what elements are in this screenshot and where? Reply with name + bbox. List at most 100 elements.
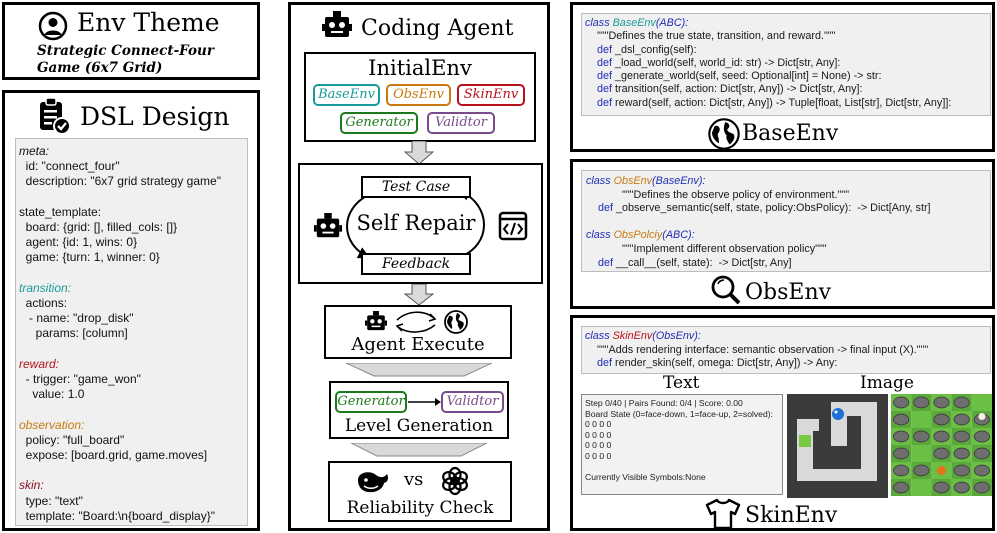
rock-tile <box>933 413 950 426</box>
code-token: def <box>586 202 617 215</box>
code-line: def _load_world(self, world_id: str) -> … <box>585 57 990 70</box>
rock-tile <box>933 481 950 494</box>
code-token: def <box>585 43 616 56</box>
text-observation-line: Currently Visible Symbols:None <box>585 471 706 482</box>
rock-tile <box>953 413 970 426</box>
code-token: def <box>585 96 616 109</box>
test-case-label: Test Case <box>381 179 451 195</box>
dsl-line: expose: [board.grid, game.moves] <box>19 448 208 463</box>
code-token: class <box>585 17 613 29</box>
text-observation-box: Step 0/40 | Pairs Found: 0/4 | Score: 0.… <box>581 394 783 495</box>
code-line: class SkinEnv(ObsEnv): <box>585 330 990 344</box>
text-observation-line: 0 0 0 0 <box>585 440 612 450</box>
rock-tile <box>893 430 910 443</box>
code-token: reward(self, action: Dict[str, Any]) -> … <box>615 96 952 109</box>
text-observation-line: 0 0 0 0 <box>585 429 612 440</box>
feedback-label: Feedback <box>381 256 451 272</box>
level-generator-pill: Generator <box>335 391 407 413</box>
dsl-line: type: "text" <box>19 493 83 508</box>
code-line: """Defines the true state, transition, a… <box>585 30 990 43</box>
down-arrow-2 <box>404 284 434 306</box>
dsl-design-panel: DSL Design meta: id: "connect_four" desc… <box>2 90 260 531</box>
dsl-line: id: "connect_four" <box>19 159 120 174</box>
base-env-code-box: class BaseEnv(ABC): """Defines the true … <box>581 13 991 116</box>
code-line: def transition(self, action: Dict[str, A… <box>585 83 990 96</box>
robot-icon <box>314 213 342 238</box>
dsl-code: meta: id: "connect_four" description: "6… <box>19 144 247 524</box>
rock-tile <box>953 447 970 460</box>
code-line: def _observe_semantic(self, state, polic… <box>586 202 990 216</box>
code-token: def <box>585 83 616 96</box>
funnel-arrow-2 <box>351 443 487 457</box>
agent-execute-title: Agent Execute <box>351 334 485 355</box>
code-token: (BaseEnv): <box>652 175 706 187</box>
code-token: """Implement different observation polic… <box>586 242 827 255</box>
grass-tiles-image <box>891 394 992 496</box>
rock-tile <box>913 396 930 409</box>
rock-tile <box>893 464 910 477</box>
dsl-line: value: 1.0 <box>19 387 85 402</box>
obs-env-code-box: class ObsEnv(BaseEnv): """Defines the ob… <box>581 170 991 272</box>
skin-env-panel: class SkinEnv(ObsEnv): """Adds rendering… <box>570 315 995 531</box>
code-line: """Defines the observe policy of environ… <box>586 189 990 203</box>
initial-base-env-pill: BaseEnv <box>313 84 380 106</box>
level-generation-box: Generator Validtor Level Generation <box>329 381 509 439</box>
code-token: __call__(self, state): -> Dict[str, Any] <box>616 256 792 269</box>
dsl-line: agent: {id: 1, wins: 0} <box>19 235 138 250</box>
globe-icon <box>708 118 740 150</box>
grass-tile <box>971 394 992 411</box>
agent-execute-box: Agent Execute <box>324 305 512 359</box>
code-line <box>586 216 990 230</box>
dsl-line: board: {grid: [], filled_cols: []} <box>19 220 178 235</box>
dsl-line: description: "6x7 grid strategy game" <box>19 174 221 189</box>
dsl-design-title: DSL Design <box>80 102 230 131</box>
self-repair-title: Self Repair <box>356 211 476 235</box>
feedback-box: Feedback <box>361 253 471 275</box>
code-token: """Adds rendering interface: semantic ob… <box>585 343 929 356</box>
dsl-line: template: "Board:\n{board_display}" <box>19 508 215 523</box>
code-line: def render_skin(self, omega: Dict[str, A… <box>585 357 990 371</box>
rock-tile <box>973 464 990 477</box>
code-token: ObsEnv <box>613 175 653 187</box>
dsl-line: state_template: <box>19 204 102 219</box>
code-token: (ObsEnv): <box>652 330 701 342</box>
vs-label: vs <box>404 469 424 490</box>
robot-icon <box>365 311 387 331</box>
rock-tile <box>933 447 950 460</box>
rock-tile <box>973 447 990 460</box>
funnel-arrow-1 <box>346 363 492 377</box>
text-label: Text <box>663 373 700 393</box>
text-observation-line: Board State (0=face-down, 1=face-up, 2=s… <box>585 408 773 419</box>
level-generation-title: Level Generation <box>344 416 494 436</box>
shirt-icon <box>705 498 741 530</box>
rock-tile <box>933 396 950 409</box>
dsl-line: params: [column] <box>19 326 128 341</box>
whale-icon <box>358 472 388 493</box>
rock-tile <box>973 481 990 494</box>
code-line: def reward(self, action: Dict[str, Any])… <box>585 97 990 110</box>
rock-tile <box>953 430 970 443</box>
rock-tile <box>953 464 970 477</box>
code-token: def <box>586 256 617 269</box>
dsl-line <box>19 266 247 281</box>
item-sprite <box>978 413 986 420</box>
character-sprite <box>937 466 946 475</box>
base-env-panel: class BaseEnv(ABC): """Defines the true … <box>570 2 995 152</box>
dsl-code-box: meta: id: "connect_four" description: "6… <box>15 138 248 526</box>
rock-tile <box>973 430 990 443</box>
obs-env-panel: class ObsEnv(BaseEnv): """Defines the ob… <box>570 159 995 309</box>
dsl-line: game: {turn: 1, winner: 0} <box>19 250 160 265</box>
globe-icon <box>444 310 468 334</box>
env-theme-title: Env Theme <box>77 8 220 37</box>
exchange-arrows <box>395 311 437 333</box>
robot-icon <box>322 11 352 37</box>
code-token: _generate_world(self, seed: Optional[int… <box>615 70 882 83</box>
initial-skin-env-pill: SkinEnv <box>457 84 525 106</box>
initial-generator-pill: Generator <box>340 112 418 134</box>
code-line: """Adds rendering interface: semantic ob… <box>585 344 990 358</box>
skin-env-label: SkinEnv <box>745 503 838 528</box>
rock-tile <box>893 481 910 494</box>
code-token: (ABC): <box>662 229 695 242</box>
dsl-line <box>19 342 247 357</box>
dsl-line: skin: <box>19 478 44 493</box>
